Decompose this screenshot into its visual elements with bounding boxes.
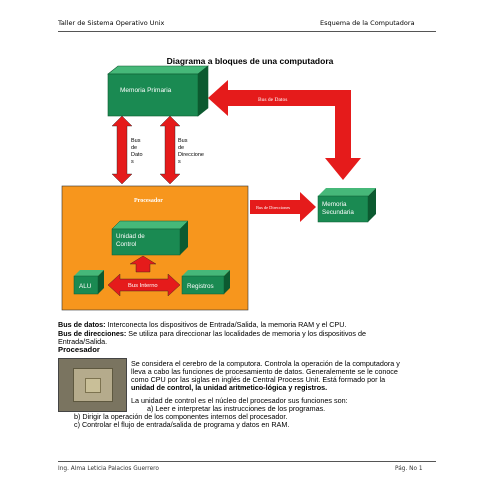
bus-interno-arrow: Bus Interno: [107, 273, 181, 297]
unidad-control-l1: Unidad de: [116, 233, 145, 240]
svg-text:Bus de Direccione: Bus de Direccione s: [178, 138, 206, 165]
unidad-control-l2: Control: [116, 241, 136, 248]
unidad-control-block: Unidad de Control: [111, 220, 189, 256]
header-left: Taller de Sistema Operativo Unix: [58, 19, 165, 27]
bus-dir-v-3: Direccione: [178, 152, 204, 158]
bus-dir-v-2: de: [178, 145, 184, 151]
list-item-b: b) Dirigir la operación de los component…: [74, 412, 288, 421]
procesador-heading: Procesador: [58, 345, 100, 354]
memoria-primaria-block: Memoria Primaria: [107, 65, 209, 117]
bus-dir-desc: Se utiliza para direccionar las localida…: [126, 329, 367, 338]
proc-line-4: unidad de control, la unidad aritmetico-…: [131, 383, 328, 392]
registros-block: Registros: [181, 270, 230, 295]
proc-paragraph-2: La unidad de control es el núcleo del pr…: [131, 396, 348, 405]
proc-line-3: como CPU por las siglas en inglés de Cen…: [131, 375, 386, 384]
bus-datos-vertical-arrow: Bus de Dato s: [111, 115, 144, 185]
bus-interno-label: Bus Interno: [128, 283, 158, 289]
bus-datos-term: Bus de datos:: [58, 320, 106, 329]
mem-sec-l2: Secundaria: [322, 209, 354, 216]
footer-right: Pág. No 1: [395, 466, 423, 472]
list-item-c: c) Controlar el flujo de entrada/salida …: [74, 420, 290, 429]
footer-left: Ing. Alma Leticia Palacios Guerrero: [58, 466, 159, 472]
memoria-secundaria-block: Memoria Secundaria: [317, 188, 376, 223]
svg-text:Unidad de Control: Unidad de Control: [116, 233, 146, 248]
header-right: Esquema de la Computadora: [320, 19, 415, 27]
proc-line-1: Se considera el cerebro de la computora.…: [131, 359, 400, 368]
bus-direcciones-horizontal-arrow: Bus de Direcciones: [250, 192, 316, 222]
bus-datos-v-2: de: [131, 145, 137, 151]
bus-dir-paragraph: Bus de direcciones: Se utiliza para dire…: [58, 329, 438, 338]
procesador-label: Procesador: [134, 198, 163, 204]
bus-datos-v-3: Dato: [131, 152, 143, 158]
svg-text:Bus de Dato: Bus de Dato s: [131, 138, 144, 165]
bus-datos-paragraph: Bus de datos: Interconecta los dispositi…: [58, 320, 438, 329]
svg-text:Memoria Secundaria: Memoria Secundaria: [322, 201, 354, 216]
bus-direcciones-vertical-arrow: Bus de Direccione s: [159, 115, 206, 185]
registros-label: Registros: [187, 283, 214, 290]
bus-datos-top-label: Bus de Datos: [258, 97, 287, 103]
bus-datos-top-arrow: Bus de Datos: [208, 80, 361, 180]
bus-dir-desc-cont: Entrada/Salida.: [58, 337, 108, 346]
bus-dir-v-4: s: [178, 159, 181, 165]
processor-chip-image: [58, 358, 127, 412]
footer-rule: [58, 461, 436, 462]
alu-label: ALU: [79, 283, 92, 290]
alu-block: ALU: [73, 270, 104, 295]
proc-line-2: lleva a cabo las funciones de procesamie…: [131, 367, 398, 376]
bus-dir-v-1: Bus: [178, 138, 188, 144]
bus-dir-term: Bus de direcciones:: [58, 329, 127, 338]
header-rule: [58, 31, 436, 32]
bus-dir-h-label: Bus de Direcciones: [256, 205, 290, 210]
mem-sec-l1: Memoria: [322, 201, 347, 208]
list-item-a: a) Leer e interpretar las instrucciones …: [147, 404, 326, 413]
bus-datos-v-1: Bus: [131, 138, 141, 144]
bus-datos-v-4: s: [131, 159, 134, 165]
bus-datos-desc: Interconecta los dispositivos de Entrada…: [105, 320, 347, 329]
memoria-primaria-label: Memoria Primaria: [120, 87, 172, 94]
bus-interno-up-arrow: [129, 255, 157, 273]
diagram-title: Diagrama a bloques de una computadora: [167, 56, 334, 66]
